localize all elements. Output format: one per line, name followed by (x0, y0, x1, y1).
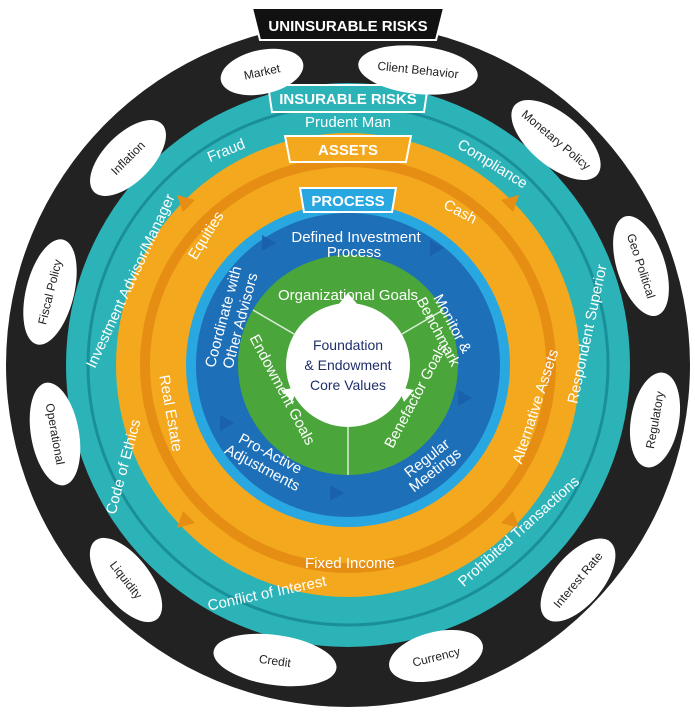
center-line-1: Foundation (313, 337, 383, 353)
oval-fiscal-policy: Fiscal Policy (23, 239, 77, 345)
process-banner: PROCESS (298, 187, 398, 213)
process-chevron (330, 485, 344, 501)
insurable-banner: INSURABLE RISKS (266, 84, 430, 113)
process-defined-1: Defined Investment (291, 229, 421, 246)
process-chevrons (220, 235, 472, 501)
arrow-left-icon (282, 387, 298, 402)
oval-regulatory: Regulatory (629, 372, 681, 468)
insurable-title: INSURABLE RISKS (279, 91, 417, 108)
process-defined-2: Process (327, 244, 381, 261)
goal-organizational: Organizational Goals (278, 287, 418, 304)
asset-arrow-icon (501, 511, 519, 528)
process-chevron (430, 240, 444, 256)
uninsurable-title: UNINSURABLE RISKS (268, 18, 427, 35)
oval-currency: Currency (389, 629, 483, 683)
asset-arrow-icon (501, 195, 519, 212)
uninsurable-banner: UNINSURABLE RISKS (250, 7, 446, 41)
oval-inflation: Inflation (90, 120, 166, 196)
center-text: Foundation & Endowment Core Values (304, 337, 391, 393)
assets-banner: ASSETS (283, 135, 413, 163)
oval-geo-political: Geo Political (613, 215, 669, 317)
assets-title: ASSETS (318, 142, 378, 159)
arrow-up-icon (338, 293, 358, 305)
oval-liquidity: Liquidity (89, 537, 163, 623)
process-chevron (458, 390, 472, 406)
asset-arrow-icon (177, 511, 195, 528)
goal-dividers (252, 309, 444, 475)
center-line-2: & Endowment (304, 357, 391, 373)
center-arrows (282, 293, 414, 402)
oval-client-behavior: Client Behavior (358, 45, 478, 95)
arrow-right-icon (398, 387, 414, 402)
svg-text:Credit: Credit (258, 652, 292, 670)
asset-arrow-icon (177, 195, 195, 212)
oval-operational: Operational (29, 382, 81, 486)
insurable-prudent-man: Prudent Man (305, 114, 391, 131)
oval-market: Market (220, 48, 304, 96)
uninsurable-ovals: Market Client Behavior Monetary Policy G… (23, 45, 681, 687)
oval-credit: Credit (213, 633, 337, 687)
asset-fixed-income: Fixed Income (305, 555, 395, 572)
center-line-3: Core Values (310, 377, 386, 393)
process-chevron (220, 415, 234, 431)
process-chevron (262, 235, 276, 251)
asset-arrows (177, 195, 519, 528)
center-circle (286, 303, 410, 427)
process-title: PROCESS (311, 193, 384, 210)
